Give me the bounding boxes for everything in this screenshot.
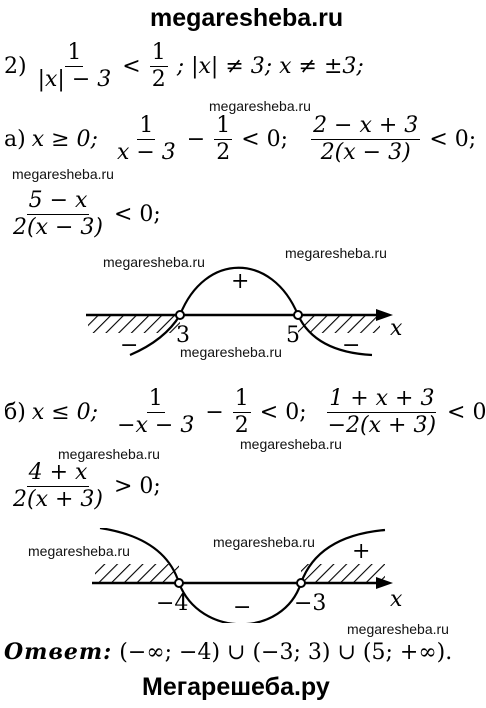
answer-word: Ответ:: [4, 639, 113, 665]
answer-value: (−∞; −4) ∪ (−3; 3) ∪ (5; +∞).: [119, 640, 453, 665]
numerator: 1: [214, 113, 233, 140]
watermark: megaresheba.ru: [12, 166, 114, 182]
axis-arrow: [376, 577, 393, 589]
case-b-fraction-4: 4 + x 2(x + 3): [11, 460, 105, 513]
axis-label-x: x: [390, 316, 403, 341]
watermark: megaresheba.ru: [213, 534, 315, 550]
less-than-zero: < 0;: [429, 127, 477, 152]
hatched-region-left: [95, 564, 179, 583]
lhs-numerator: 1: [65, 40, 84, 67]
hatched-region-right: [298, 315, 380, 333]
label-minus-4: −4: [156, 591, 188, 616]
hatched-region-right: [301, 564, 385, 583]
minus-sign: −: [205, 400, 224, 425]
point-minus-3: [296, 578, 306, 588]
sign-curve: [129, 266, 373, 357]
case-a-result: 5 − x 2(x − 3) < 0;: [8, 188, 161, 241]
point-minus-4: [174, 578, 184, 588]
case-b-label: б): [4, 400, 26, 425]
watermark: megaresheba.ru: [28, 543, 130, 559]
rhs-denominator: 2: [151, 67, 166, 92]
minus-right: −: [342, 333, 360, 358]
case-a-fraction-3: 2 − x + 3 2(x − 3): [311, 113, 421, 166]
numerator: 5 − x: [26, 188, 90, 215]
case-a-fraction-1: 1 x − 3: [115, 113, 178, 166]
greater-than-zero: > 0;: [114, 474, 161, 499]
case-a-fraction-4: 5 − x 2(x − 3): [11, 188, 105, 241]
watermark: megaresheba.ru: [209, 98, 311, 114]
less-than-zero: < 0;: [447, 400, 486, 425]
denominator: 2(x − 3): [13, 215, 103, 240]
site-header: megaresheba.ru: [150, 4, 344, 32]
denominator: 2(x + 3): [13, 487, 103, 512]
sign-curve: [99, 528, 386, 623]
denominator: −x − 3: [117, 413, 195, 438]
axis-arrow: [376, 309, 393, 321]
case-b-result: 4 + x 2(x + 3) > 0;: [8, 460, 161, 513]
case-b-line: б) x ≤ 0; 1 −x − 3 − 1 2 < 0; 1 + x + 3 …: [4, 386, 486, 439]
minus-sign: −: [186, 127, 206, 152]
hatched-region-left: [88, 315, 180, 333]
label-5: 5: [286, 323, 300, 348]
numerator: 4 + x: [26, 460, 90, 487]
case-a-line: а) x ≥ 0; 1 x − 3 − 1 2 < 0; 2 − x + 3 2…: [4, 113, 476, 166]
less-than: <: [122, 54, 141, 79]
answer-line: Ответ: (−∞; −4) ∪ (−3; 3) ∪ (5; +∞).: [4, 639, 452, 665]
denominator: 2: [216, 140, 231, 165]
plus-sign: +: [231, 269, 249, 294]
numerator: 1: [146, 386, 165, 413]
numerator: 2 − x + 3: [311, 113, 421, 140]
rhs-fraction: 1 2: [149, 40, 168, 93]
case-a-label: а): [4, 127, 26, 152]
less-than-zero: < 0;: [241, 127, 289, 152]
problem-statement: 2) 1 |x| − 3 < 1 2 ; |x| ≠ 3; x ≠ ±3;: [4, 40, 364, 93]
case-b-fraction-2: 1 2: [232, 386, 251, 439]
label-minus-3: −3: [294, 591, 326, 616]
lhs-fraction: 1 |x| − 3: [36, 40, 114, 93]
minus-left: −: [120, 333, 138, 358]
watermark: megaresheba.ru: [180, 344, 282, 360]
case-b-fraction-1: 1 −x − 3: [115, 386, 196, 439]
minus-sign: −: [233, 595, 251, 620]
axis-label-x: x: [390, 587, 403, 612]
sign-diagram-b: −4 −3 x + −: [92, 528, 403, 623]
watermark: megaresheba.ru: [347, 621, 449, 637]
denominator: −2(x + 3): [327, 413, 437, 438]
watermark: megaresheba.ru: [240, 436, 342, 452]
numerator: 1 + x + 3: [327, 386, 437, 413]
case-a-condition: x ≥ 0;: [31, 127, 98, 152]
case-b-condition: x ≤ 0;: [31, 400, 99, 425]
case-b-fraction-3: 1 + x + 3 −2(x + 3): [326, 386, 438, 439]
denominator: 2(x − 3): [320, 140, 411, 165]
denominator: 2: [234, 413, 249, 438]
watermark: megaresheba.ru: [285, 245, 387, 261]
watermark: megaresheba.ru: [58, 446, 160, 462]
problem-number: 2): [4, 54, 27, 79]
point-3: [175, 310, 185, 320]
numerator: 1: [232, 386, 251, 413]
sign-diagram-a: 3 5 x + − −: [86, 266, 403, 358]
numerator: 1: [137, 113, 156, 140]
denominator: x − 3: [116, 140, 176, 165]
lhs-denominator: |x| − 3: [37, 67, 112, 92]
plus-sign: +: [352, 539, 370, 564]
less-than-zero: < 0;: [114, 202, 161, 227]
problem-condition: ; |x| ≠ 3; x ≠ ±3;: [176, 54, 364, 79]
watermark: megaresheba.ru: [103, 254, 205, 270]
rhs-numerator: 1: [149, 40, 168, 67]
less-than-zero: < 0;: [259, 400, 307, 425]
point-5: [293, 310, 303, 320]
case-a-fraction-2: 1 2: [214, 113, 233, 166]
label-3: 3: [176, 323, 190, 348]
site-footer: Мегарешеба.ру: [142, 673, 330, 701]
